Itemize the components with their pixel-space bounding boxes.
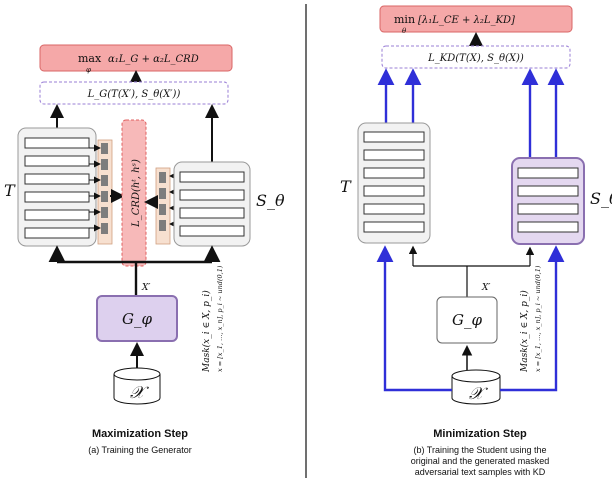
right-student-stack	[511, 157, 585, 245]
right-objective-op: min	[394, 13, 415, 26]
left-objective-sub: φ	[86, 66, 91, 74]
left-mask-label-2: x = [x_1, …, x_n], p_i ~ und(0,1)	[216, 265, 224, 372]
right-caption-title: Minimization Step	[433, 428, 527, 440]
right-teacher-label: T	[340, 177, 352, 196]
left-student-stack	[173, 161, 251, 247]
right-loss-box: L_KD(T(X), S_θ(X))	[381, 45, 571, 69]
left-teacher-label: T	[4, 181, 16, 200]
left-crd-box: L_CRD(hᵗ, hˢ)	[121, 119, 147, 267]
right-objective-box: min θ [λ₁L_CE + λ₂L_KD]	[379, 5, 573, 35]
right-mask-label-2: x = [x_1, …, x_n], p_i ~ und(0,1)	[534, 265, 542, 372]
left-caption-sub: (a) Training the Generator	[88, 445, 192, 455]
right-objective-sub: θ	[402, 27, 407, 35]
left-teacher-stack	[17, 127, 97, 247]
left-student-label: S_θ	[256, 191, 285, 210]
left-generator-label: G_φ	[122, 310, 152, 328]
left-crd-label: L_CRD(hᵗ, hˢ)	[131, 159, 142, 228]
left-loss-label: L_G(T(X′), S_θ(X′))	[87, 89, 181, 100]
left-teacher-adapters	[97, 139, 113, 245]
right-caption-sub-3: adversarial text samples with KD	[414, 467, 546, 477]
right-objective-expr: [λ₁L_CE + λ₂L_KD]	[418, 15, 515, 26]
left-generator-box: G_φ	[96, 295, 178, 342]
left-objective-expr: α₁L_G + α₂L_CRD	[108, 54, 199, 65]
left-loss-box: L_G(T(X′), S_θ(X′))	[39, 81, 229, 105]
left-objective-op: max	[78, 52, 102, 65]
left-dataset-cylinder: 𝒳	[113, 367, 161, 405]
right-teacher-stack	[357, 122, 431, 244]
right-loss-label: L_KD(T(X), S_θ(X))	[427, 53, 524, 64]
left-student-adapters	[155, 167, 171, 245]
right-generator-label: G_φ	[452, 311, 482, 329]
right-caption-sub-1: (b) Training the Student using the	[413, 445, 547, 455]
right-student-label: S_θ	[590, 189, 612, 208]
right-generator-box: G_φ	[436, 296, 498, 344]
left-objective-box: max φ α₁L_G + α₂L_CRD	[39, 44, 233, 74]
left-xprime-label: X′	[141, 283, 150, 293]
right-dataset-cylinder: 𝒳	[451, 369, 501, 405]
right-xprime-label: X′	[481, 283, 490, 293]
left-caption-title: Maximization Step	[92, 428, 188, 440]
left-mask-label-1: Mask(x_i ∈ X, p_i)	[201, 290, 212, 373]
right-caption-sub-2: original and the generated masked	[410, 456, 550, 466]
right-mask-label-1: Mask(x_i ∈ X, p_i)	[519, 290, 530, 373]
